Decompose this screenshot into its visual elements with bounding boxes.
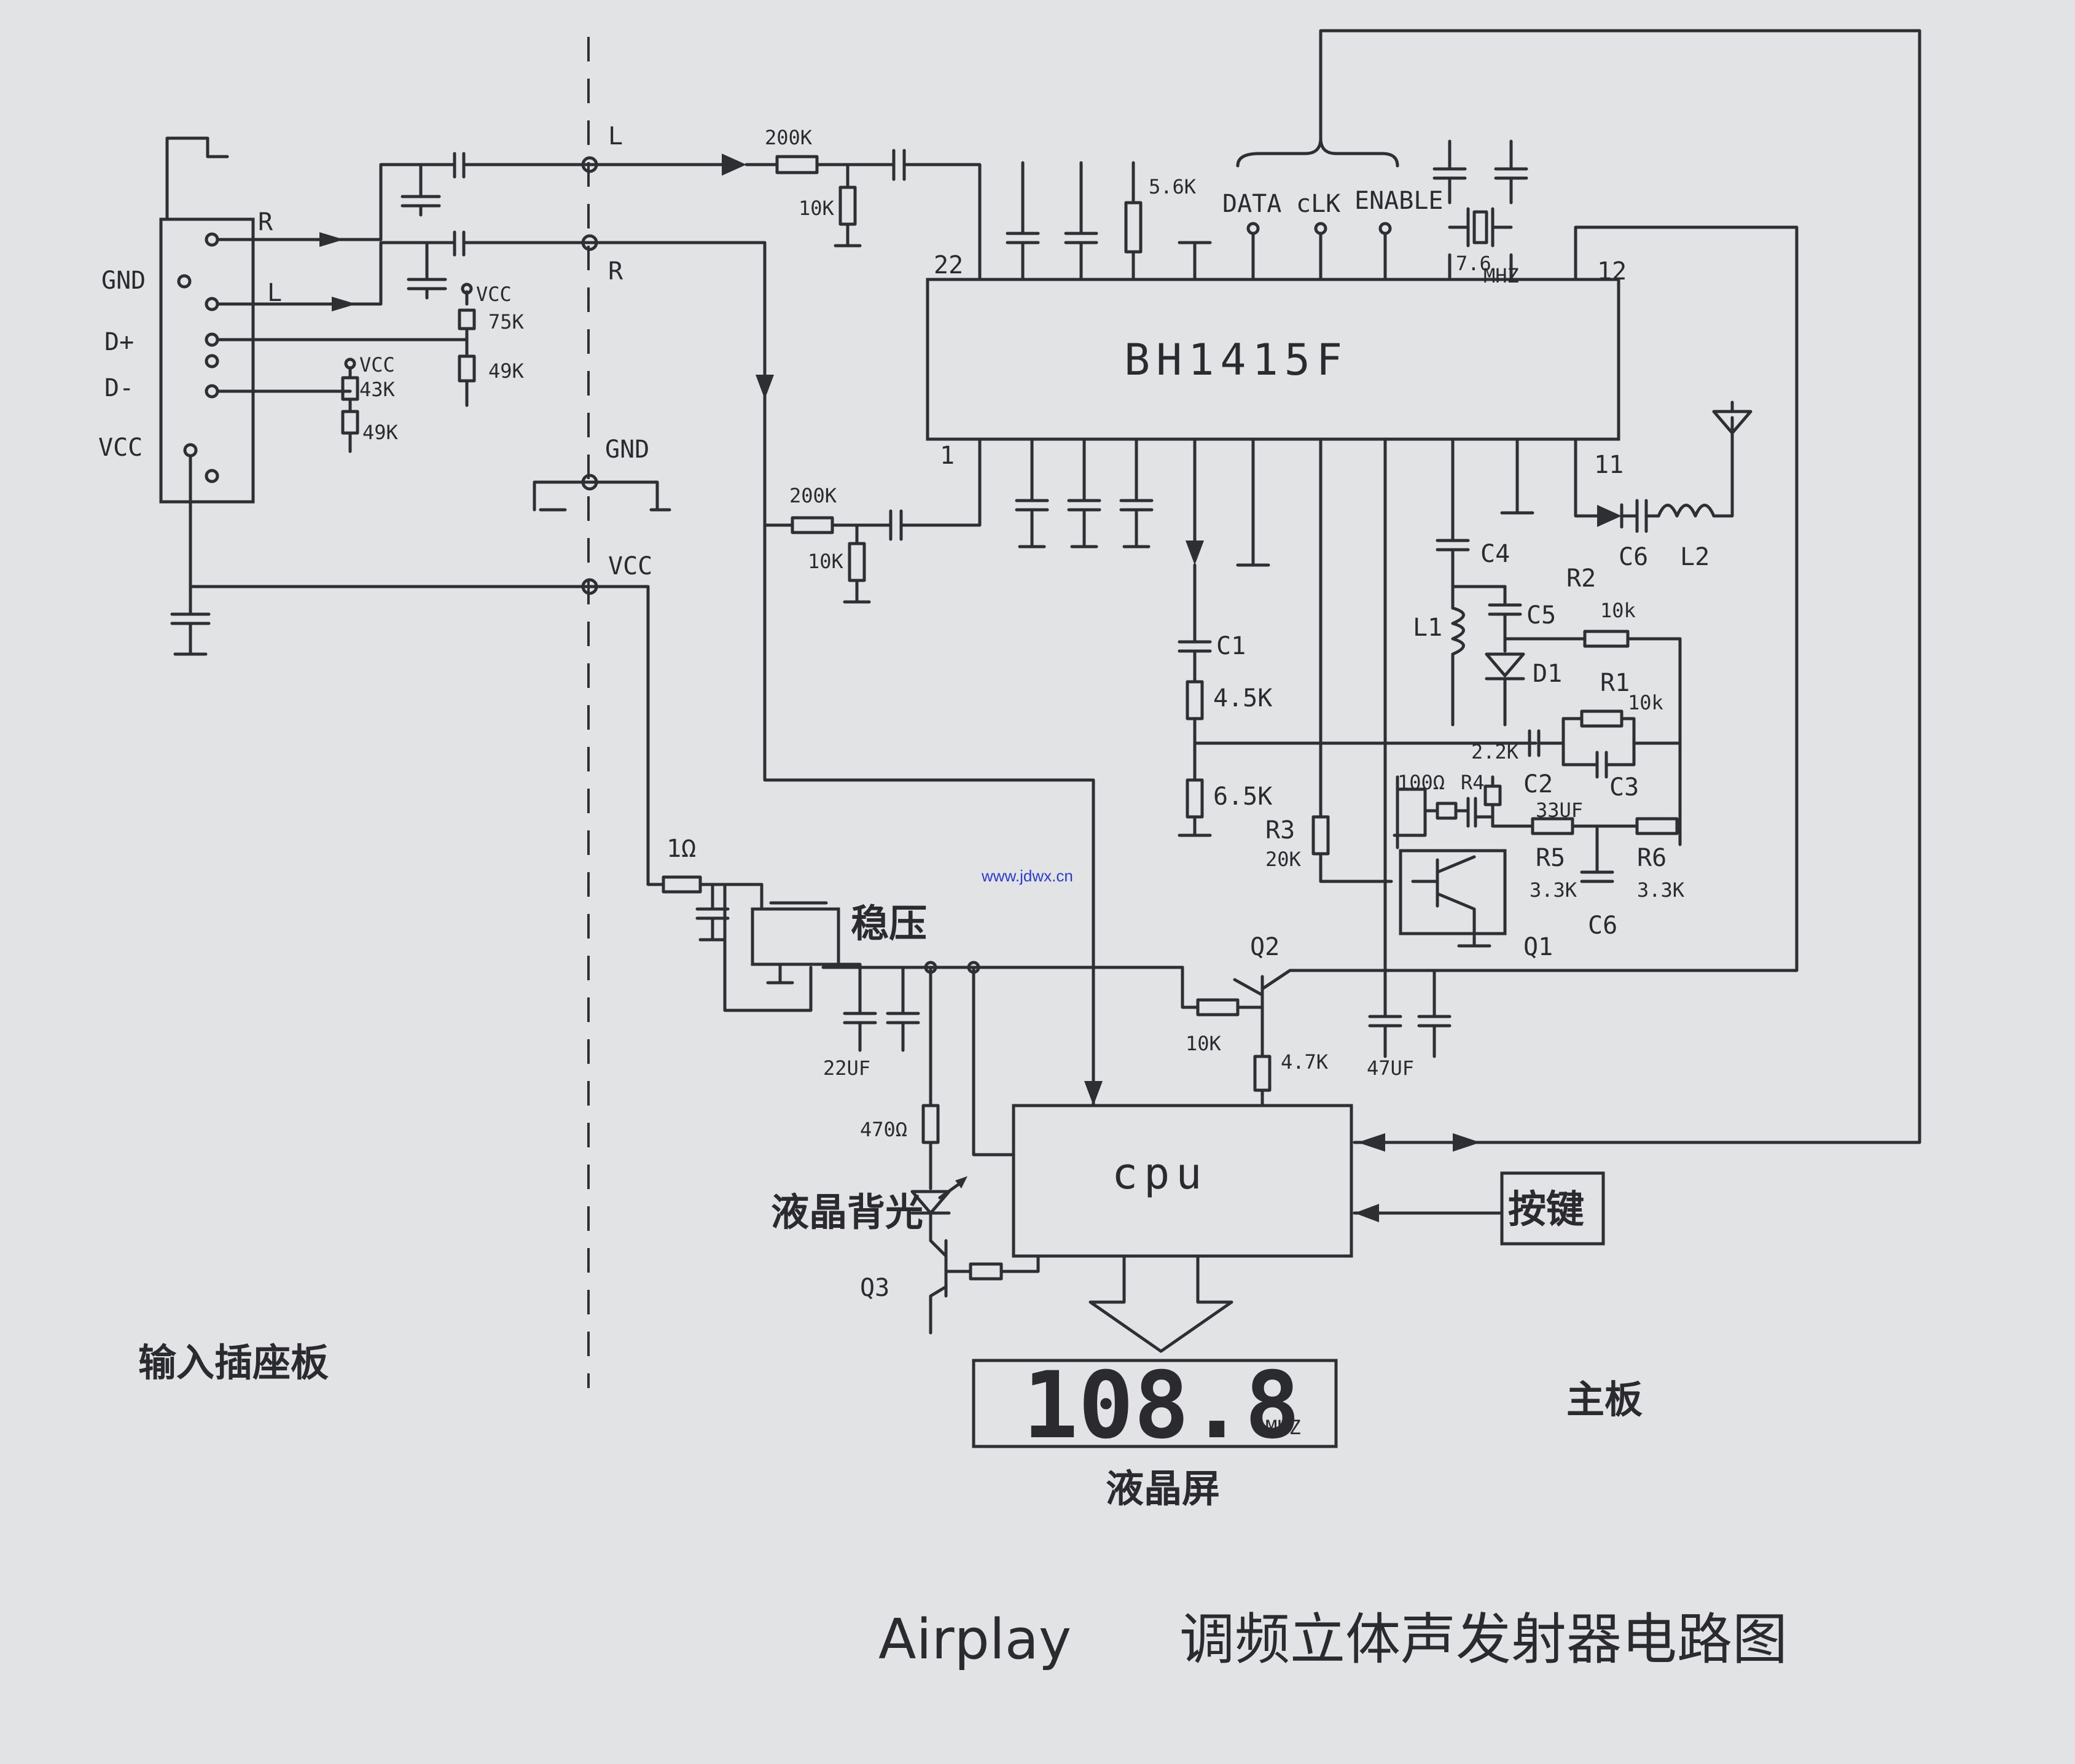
cpu-label: cpu: [1112, 1149, 1208, 1199]
l-channel-label: L: [267, 279, 282, 307]
res-49k-b-label: 49K: [362, 421, 399, 444]
c3-label: C3: [1609, 773, 1639, 802]
res-2_2k: 2.2K: [1471, 740, 1519, 763]
ic-pin22: 22: [934, 251, 963, 279]
main-board-label: 主板: [1566, 1377, 1643, 1422]
res-10k-bot: 10K: [808, 550, 844, 573]
r2-label: R2: [1566, 564, 1596, 593]
cap-22uf: 22UF: [823, 1056, 870, 1080]
r1-value: 10k: [1628, 691, 1663, 714]
r3-label: R3: [1265, 816, 1295, 845]
divider-l-label: L: [608, 122, 623, 150]
l1-label: L1: [1413, 614, 1442, 642]
backlight-circuit: 470Ω 液晶背光 Q3: [771, 966, 1040, 1335]
lcd-reading: 108.8: [1023, 1352, 1300, 1459]
r6-label: R6: [1637, 844, 1667, 872]
loop-filter: C1 4.5K 6.5K: [1178, 437, 1538, 837]
rf-output: C6 L2: [1574, 400, 1753, 571]
keys-label: 按键: [1508, 1187, 1584, 1231]
c5-label: C5: [1526, 601, 1556, 630]
vcc-small-label: VCC: [476, 283, 512, 306]
ic-name: BH1415F: [1124, 335, 1348, 385]
r2-value: 10k: [1600, 599, 1636, 622]
divider-vcc-label: VCC: [608, 552, 652, 580]
res-1ohm: 1Ω: [666, 835, 696, 863]
clk-pin-label: cLK: [1296, 190, 1340, 218]
watermark: www.jdwx.cn: [981, 867, 1073, 885]
c6-rf-label: C6: [1619, 543, 1648, 571]
res-200k-bot: 200K: [789, 484, 837, 507]
q1-label: Q1: [1523, 933, 1553, 961]
pin-gnd-label: GND: [101, 267, 146, 295]
res-4_5k: 4.5K: [1213, 684, 1272, 712]
input-board-label: 输入插座板: [138, 1340, 329, 1385]
q3-label: Q3: [860, 1274, 889, 1302]
enable-pin-label: ENABLE: [1354, 187, 1444, 215]
ic-pin12: 12: [1597, 257, 1627, 286]
res-200k-top: 200K: [765, 126, 813, 149]
c1-label: C1: [1216, 632, 1246, 660]
divider-gnd-label: GND: [605, 435, 649, 464]
r-channel-label: R: [258, 208, 273, 236]
res-5_6k: 5.6K: [1149, 175, 1197, 198]
res-q2-10k: 10K: [1186, 1032, 1222, 1055]
res-49k-label: 49K: [488, 359, 525, 383]
lcd-display: 108.8 MHZ 液晶屏: [972, 1352, 1338, 1511]
d1-label: D1: [1533, 660, 1562, 688]
input-routing: VCC 75K 49K VCC 43K 49K: [170, 152, 592, 656]
cap-47uf: 47UF: [1367, 1056, 1414, 1080]
r4-value: 100Ω: [1397, 771, 1445, 794]
l2-label: L2: [1680, 543, 1710, 571]
r1-label: R1: [1600, 669, 1630, 697]
res-10k-top: 10K: [799, 197, 835, 220]
pin-dplus-label: D+: [104, 328, 134, 356]
crystal-value: 7.6: [1456, 252, 1491, 275]
pin-vcc-label: VCC: [98, 434, 143, 462]
pin-dminus-label: D-: [104, 374, 134, 402]
res-43k-label: 43K: [359, 378, 396, 401]
cpu-block: cpu 按键: [972, 966, 1605, 1353]
lcd-label: 液晶屏: [1106, 1466, 1220, 1511]
divider-nodes: L R GND VCC: [533, 122, 671, 595]
title-text: 调频立体声发射器电路图: [1179, 1607, 1788, 1672]
res-6_5k: 6.5K: [1213, 782, 1272, 811]
vco-section: R3 20K C4 L1 C5 D1 R2 10k R1 10k C2 C3 2…: [1265, 437, 1685, 972]
divider-r-label: R: [608, 257, 623, 286]
audio-path: 200K 10K 200K 10K: [588, 126, 1103, 1107]
r6-value: 3.3K: [1637, 878, 1685, 902]
regulator-label: 稳压: [851, 901, 927, 946]
data-pin-label: DATA: [1222, 190, 1281, 218]
c6-label-vco: C6: [1588, 911, 1617, 940]
power-section: 1Ω 稳压 22UF Q2 10K 4.7K 47UF: [588, 585, 1452, 1107]
q2-label: Q2: [1250, 933, 1280, 961]
r3-value: 20K: [1265, 848, 1302, 871]
input-connector: GND D+ D- VCC R L: [98, 136, 282, 504]
r5-label: R5: [1536, 844, 1565, 872]
ic-pin11: 11: [1594, 451, 1624, 479]
lcd-unit: MHZ: [1265, 1416, 1301, 1439]
res-470ohm: 470Ω: [860, 1118, 907, 1141]
res-q2-4_7k: 4.7K: [1281, 1050, 1329, 1074]
crystal-unit: MHZ: [1483, 264, 1519, 287]
c2-label: C2: [1523, 770, 1553, 798]
ic-pin1: 1: [940, 442, 955, 470]
r4-label: R4: [1461, 771, 1485, 794]
c4-label: C4: [1480, 540, 1510, 568]
title-prefix: Airplay: [878, 1607, 1071, 1672]
r5-value: 3.3K: [1530, 878, 1577, 902]
res-75k-label: 75K: [488, 310, 525, 334]
vcc-small-label-2: VCC: [359, 353, 395, 377]
bh1415f-ic: BH1415F 22 12 1 11 5.6K DATA cLK ENABLE …: [926, 29, 1921, 1152]
backlight-label: 液晶背光: [771, 1190, 923, 1235]
